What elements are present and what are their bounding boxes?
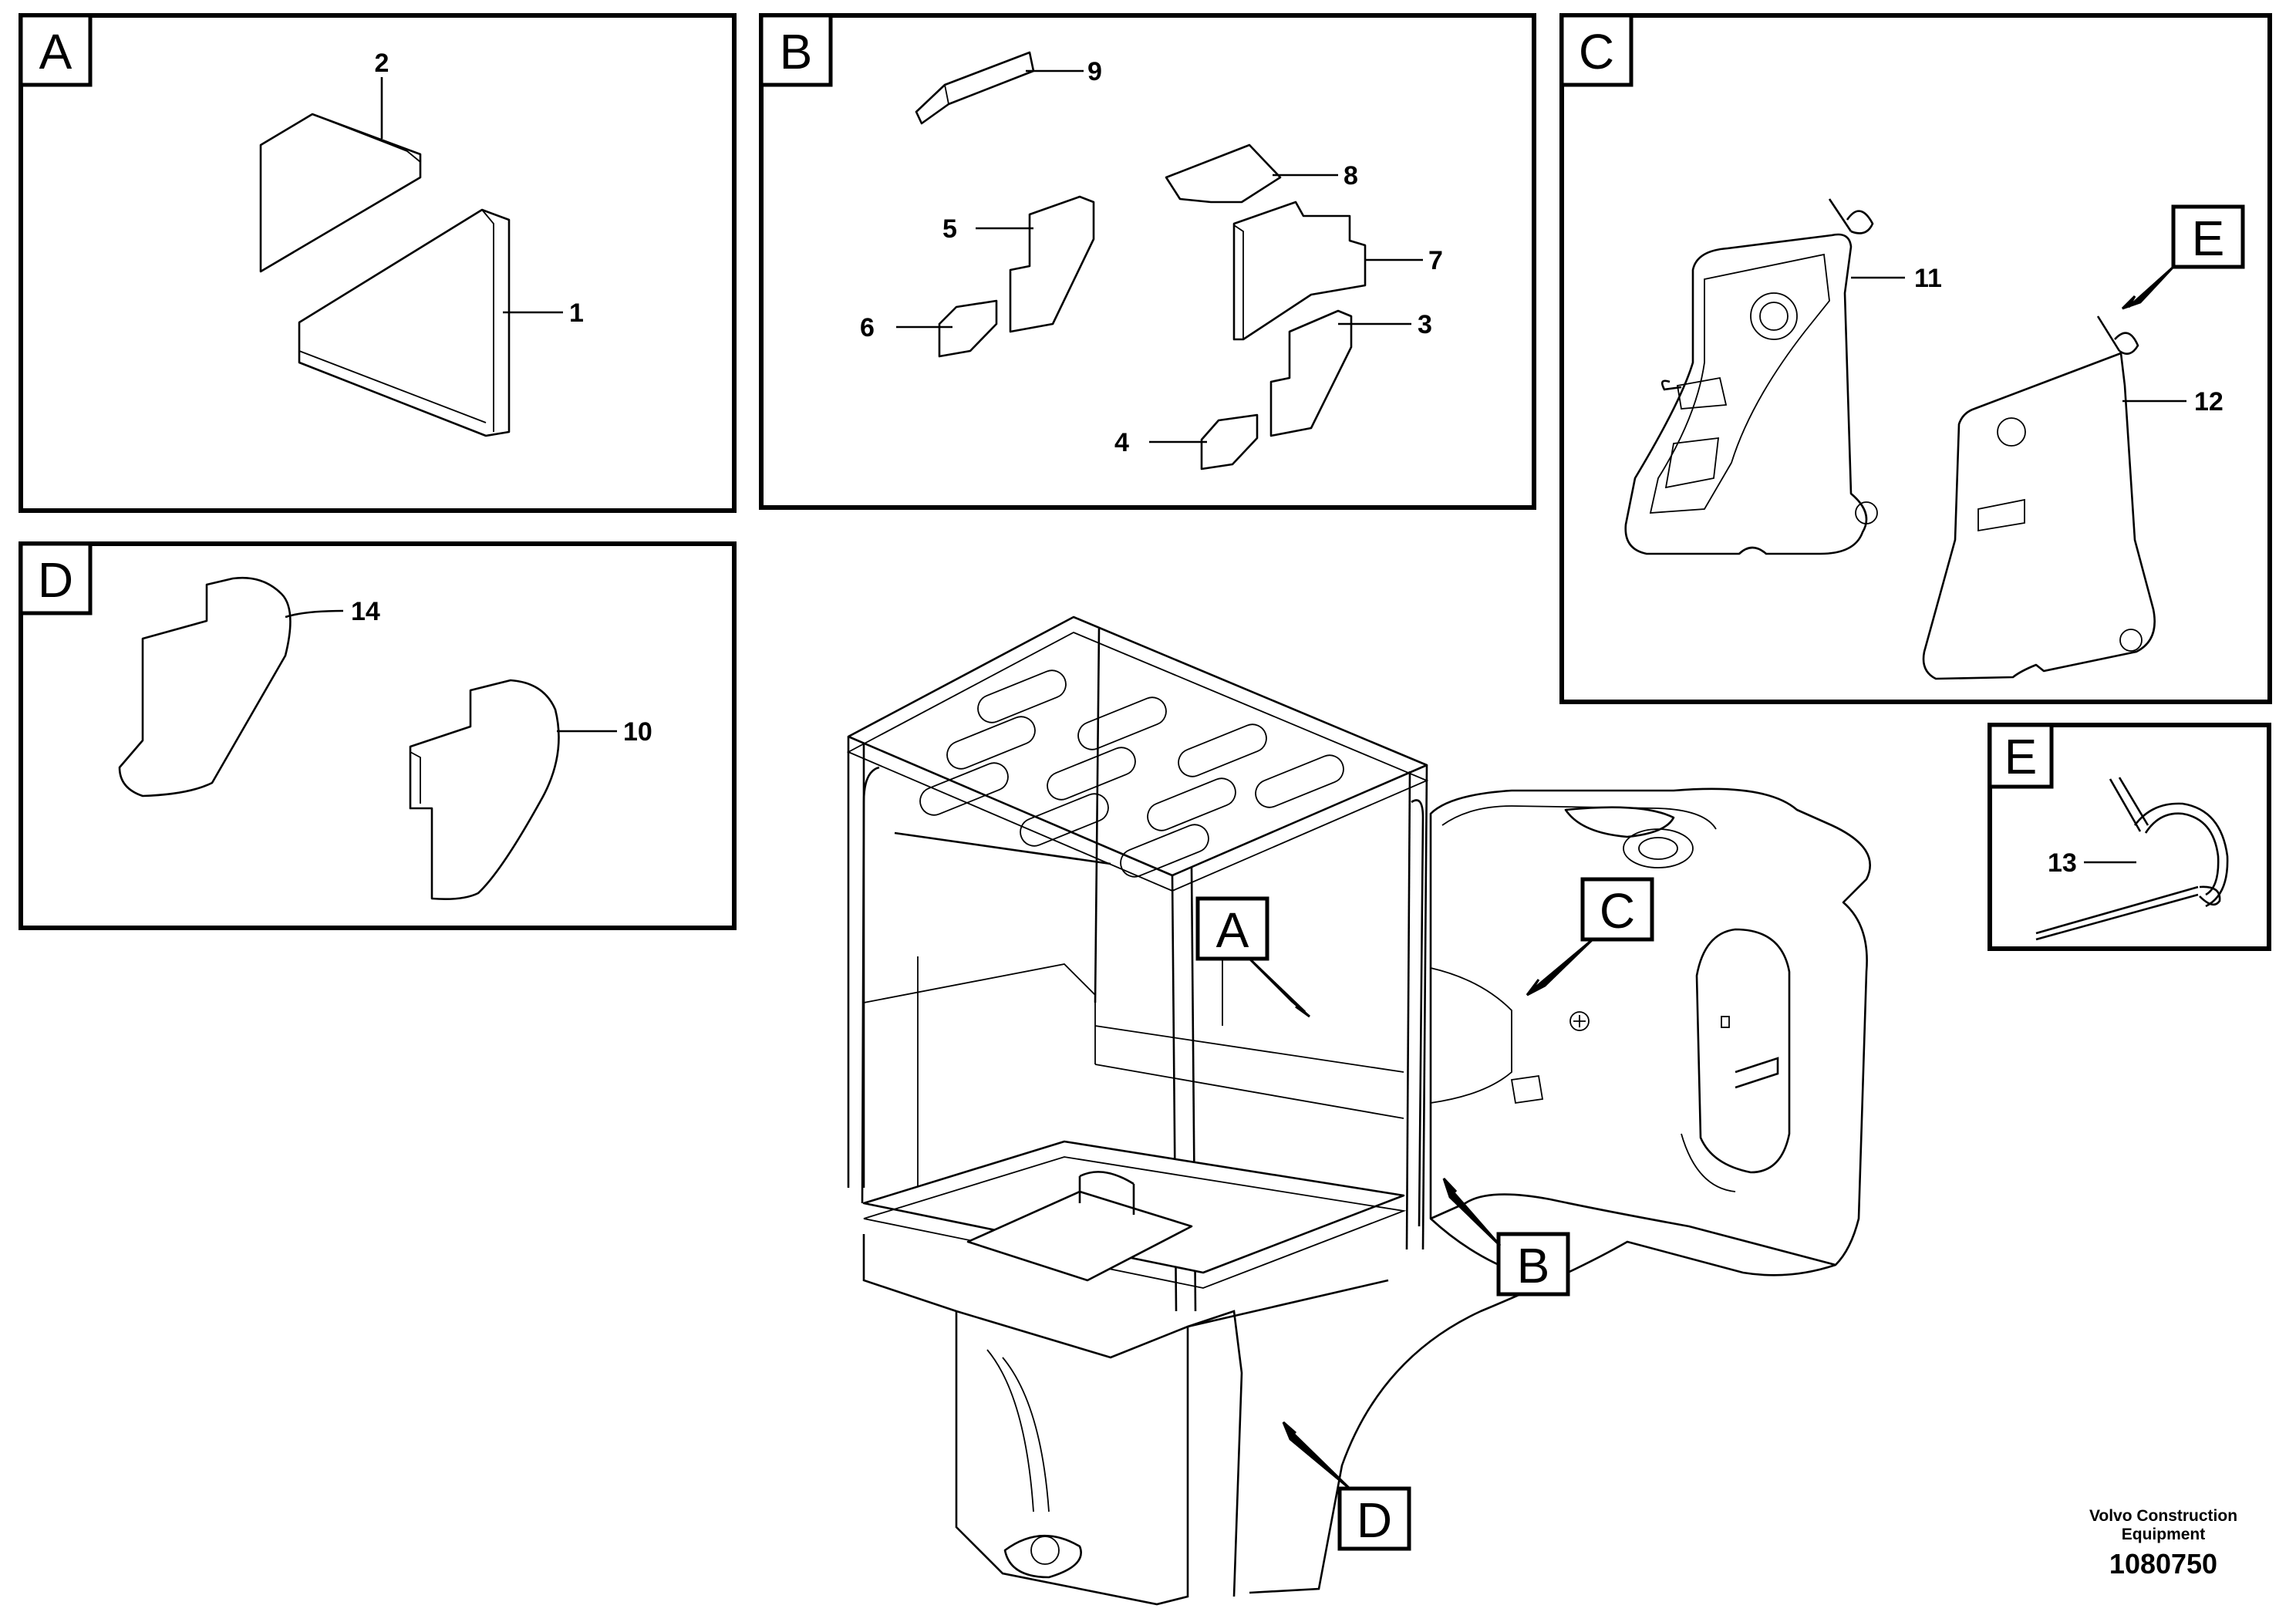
callout-d: D — [1282, 1421, 1411, 1551]
label-11: 11 — [1914, 264, 1942, 293]
part-8-insulation — [1165, 143, 1282, 204]
part-9-insulation — [915, 51, 1035, 125]
label-5: 5 — [942, 214, 957, 244]
part-14-insulation — [118, 576, 292, 798]
panel-c-detail-e-tag — [2171, 204, 2245, 269]
panel-c: C E 11 12 — [1559, 13, 2272, 704]
label-9: 9 — [1087, 57, 1102, 86]
part-6-insulation — [938, 299, 998, 358]
panel-b-tag — [759, 13, 833, 87]
panel-d: D 14 10 — [19, 541, 737, 930]
leader-14 — [285, 609, 344, 619]
label-10: 10 — [623, 717, 652, 747]
part-3-insulation — [1269, 309, 1353, 437]
credit-line-1: Volvo Construction — [2089, 1507, 2237, 1525]
callout-c-letter: C — [1600, 883, 1635, 939]
detail-e-arrow — [2121, 265, 2175, 310]
callout-d-tag — [1337, 1486, 1411, 1551]
part-1-insulation — [298, 208, 511, 437]
label-3: 3 — [1418, 310, 1432, 339]
callout-c-tag — [1580, 877, 1654, 942]
document-number: 1080750 — [2109, 1548, 2217, 1580]
label-12: 12 — [2194, 387, 2224, 416]
panel-a-letter: A — [39, 24, 72, 79]
panel-c-frame — [1559, 13, 2272, 704]
part-7-insulation — [1232, 201, 1367, 341]
panel-b-frame — [759, 13, 1536, 510]
part-11-cover — [1624, 198, 1878, 555]
cab-frame-assembly — [846, 615, 1871, 1606]
panel-a-tag — [19, 13, 93, 87]
credit-line-2: Equipment — [2122, 1526, 2206, 1543]
panel-d-letter: D — [38, 552, 73, 608]
label-4: 4 — [1114, 428, 1129, 457]
callout-a-tag — [1195, 896, 1269, 961]
panel-b-letter: B — [780, 24, 813, 79]
panel-e: E 13 — [1988, 723, 2271, 951]
part-12-cover — [1922, 315, 2156, 680]
label-7: 7 — [1428, 246, 1443, 275]
callout-b-tag — [1496, 1232, 1570, 1297]
callout-d-letter: D — [1357, 1492, 1392, 1548]
part-10-insulation — [409, 679, 560, 900]
panel-a: A 2 1 — [19, 13, 737, 513]
callout-b: B — [1442, 1177, 1570, 1297]
callout-c: C — [1526, 877, 1654, 996]
panel-d-frame — [19, 541, 737, 930]
label-6: 6 — [860, 313, 875, 342]
panel-c-detail-e-letter: E — [2192, 211, 2225, 266]
panel-e-letter: E — [2004, 729, 2038, 784]
label-2: 2 — [375, 49, 389, 78]
panel-c-letter: C — [1579, 24, 1614, 79]
part-5-insulation — [1009, 195, 1095, 333]
callout-b-letter: B — [1517, 1238, 1550, 1293]
panel-b: B 9 8 5 7 6 — [759, 13, 1536, 510]
label-1: 1 — [569, 298, 584, 328]
panel-e-tag — [1988, 723, 2054, 789]
label-13: 13 — [2048, 848, 2077, 878]
label-14: 14 — [351, 597, 380, 626]
callout-a: A — [1195, 896, 1310, 1018]
callout-a-letter: A — [1216, 902, 1249, 958]
panel-a-frame — [19, 13, 737, 513]
panel-d-tag — [19, 541, 93, 615]
part-2-insulation — [259, 113, 422, 273]
panel-e-frame — [1988, 723, 2271, 951]
part-4-insulation — [1200, 413, 1259, 470]
part-13-clip — [2035, 777, 2229, 941]
label-8: 8 — [1344, 161, 1358, 191]
panel-c-tag — [1559, 13, 1633, 87]
